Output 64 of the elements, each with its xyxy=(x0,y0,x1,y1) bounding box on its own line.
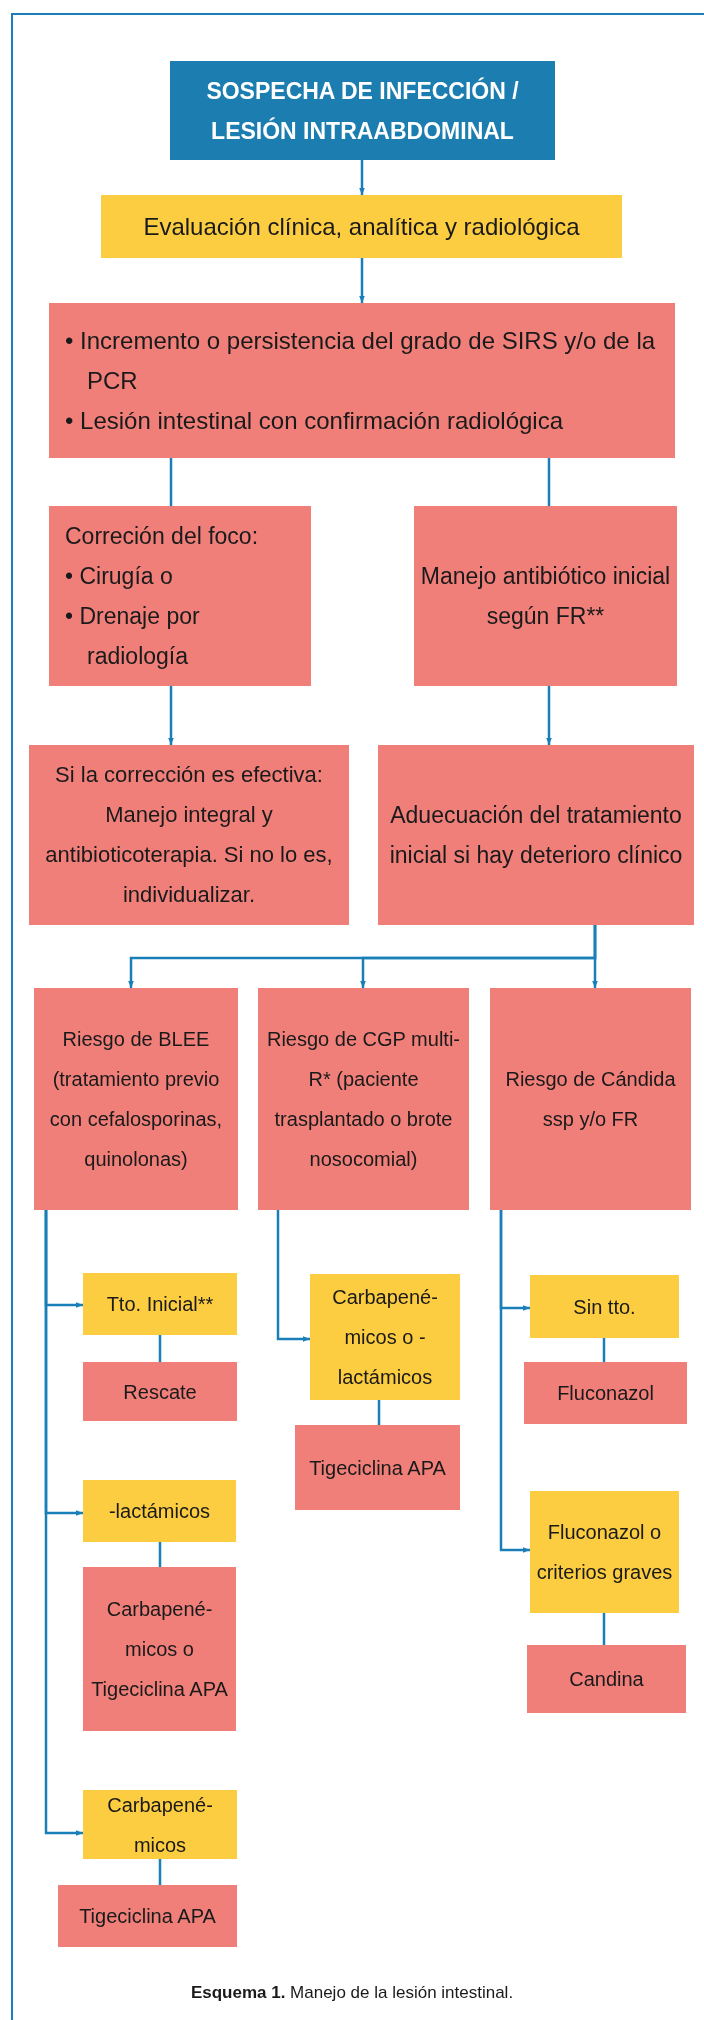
process-box xyxy=(83,1480,236,1542)
box-text: Riesgo de BLEE (tratamiento previo con cefalosporinas, quinolonas) xyxy=(48,1027,224,1172)
process-box xyxy=(258,988,469,1210)
process-box xyxy=(58,1885,237,1947)
process-box xyxy=(83,1567,236,1731)
process-box xyxy=(34,988,238,1210)
arrow xyxy=(359,160,365,195)
arrow xyxy=(168,686,174,745)
bullet-item: • Incremento o persistencia del grado de SIRS y/o de la PCR xyxy=(65,325,657,396)
connector-line xyxy=(547,458,551,506)
box-text: Rescate xyxy=(123,1379,197,1405)
box-text: Carbapené- micos o -lactámicos xyxy=(331,1285,439,1390)
process-box xyxy=(490,988,691,1210)
process-box xyxy=(83,1362,237,1421)
process-box xyxy=(527,1645,686,1713)
box-text: Tigeciclina APA xyxy=(309,1455,446,1481)
process-box xyxy=(49,303,675,458)
connector-line xyxy=(602,1613,606,1645)
arrow xyxy=(44,1210,83,1836)
process-box xyxy=(530,1275,679,1338)
connector-line xyxy=(377,1400,381,1425)
process-box xyxy=(414,506,677,686)
box-text: Carbapené- micos o Tigeciclina APA xyxy=(90,1597,229,1702)
process-box xyxy=(49,506,311,686)
box-text: Riesgo de CGP multi-R* (paciente trasplantado o brote nosocomial) xyxy=(265,1027,461,1172)
process-box xyxy=(83,1790,237,1859)
process-box xyxy=(378,745,694,925)
process-box xyxy=(295,1425,460,1510)
connector-line xyxy=(158,1542,162,1567)
arrow xyxy=(276,1210,310,1342)
process-box xyxy=(83,1273,237,1335)
box-text: Sin tto. xyxy=(573,1294,636,1320)
title-box xyxy=(170,61,555,160)
bullet-item: • Cirugía o xyxy=(65,562,173,591)
process-box xyxy=(530,1491,679,1613)
box-text: Carbapené- micos xyxy=(106,1792,214,1858)
bullet-item: • Drenaje por radiología xyxy=(65,602,201,671)
box-text: Evaluación clínica, analítica y radiológica xyxy=(143,211,580,242)
box-text: Riesgo de Cándida ssp y/o FR xyxy=(504,1067,677,1132)
bullet-item: • Lesión intestinal con confirmación radiológica xyxy=(65,405,563,436)
box-text: Fluconazol xyxy=(557,1381,654,1406)
caption: Esquema 1. Manejo de la lesión intestinal. xyxy=(189,1982,515,2004)
box-text: Fluconazol o criterios graves xyxy=(535,1520,674,1585)
box-text: Tto. Inicial** xyxy=(106,1292,214,1317)
process-box xyxy=(310,1274,460,1400)
process-box xyxy=(101,195,622,258)
process-box xyxy=(524,1362,687,1424)
connector-line xyxy=(158,1335,162,1362)
box-text: Tigeciclina APA xyxy=(79,1904,216,1929)
box-text: Aduecuación del tratamiento inicial si hay deterioro clínico xyxy=(388,801,684,870)
connector-line xyxy=(169,458,173,506)
connector-line xyxy=(158,1859,162,1885)
process-box xyxy=(29,745,349,925)
arrow xyxy=(499,1210,530,1553)
box-title: SOSPECHA DE INFECCIÓN / LESIÓN INTRAABDOMINAL xyxy=(205,76,520,146)
box-text: Si la corrección es efectiva: Manejo integral y antibioticoterapia. Si no lo es, individualizar. xyxy=(44,761,334,909)
arrow xyxy=(592,925,598,988)
connector-line xyxy=(602,1338,606,1362)
box-heading: Correción del foco: xyxy=(65,522,259,551)
arrow xyxy=(359,258,365,303)
box-text: Manejo antibiótico inicial según FR** xyxy=(419,562,672,631)
box-text: -lactámicos xyxy=(108,1499,211,1524)
box-text: Candina xyxy=(569,1667,644,1692)
arrow xyxy=(546,686,552,745)
